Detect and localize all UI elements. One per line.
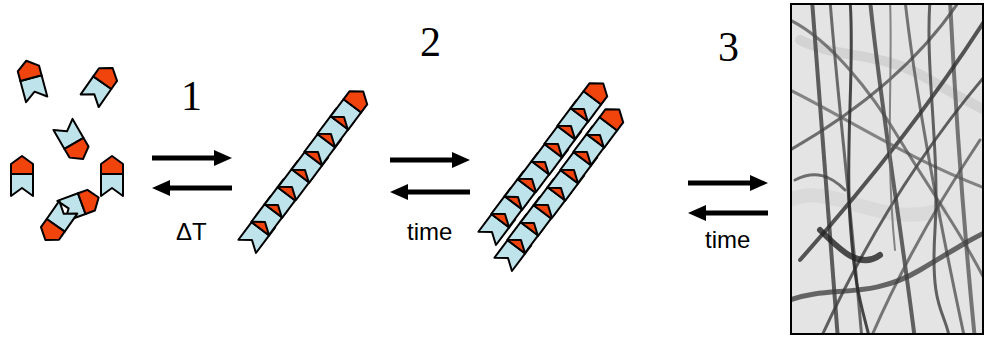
single-fibril: [238, 85, 372, 253]
step-number: 2: [420, 21, 441, 63]
equilibrium-arrows: [152, 150, 768, 221]
step-number: 1: [181, 75, 202, 117]
step-condition: ΔT: [176, 220, 207, 244]
paired-fibrils: [478, 77, 628, 271]
step-condition: time: [407, 220, 452, 244]
tem-micrograph: [790, 0, 989, 338]
step-condition: time: [705, 228, 750, 252]
step-number: 3: [718, 26, 739, 68]
monomers: [11, 58, 123, 246]
